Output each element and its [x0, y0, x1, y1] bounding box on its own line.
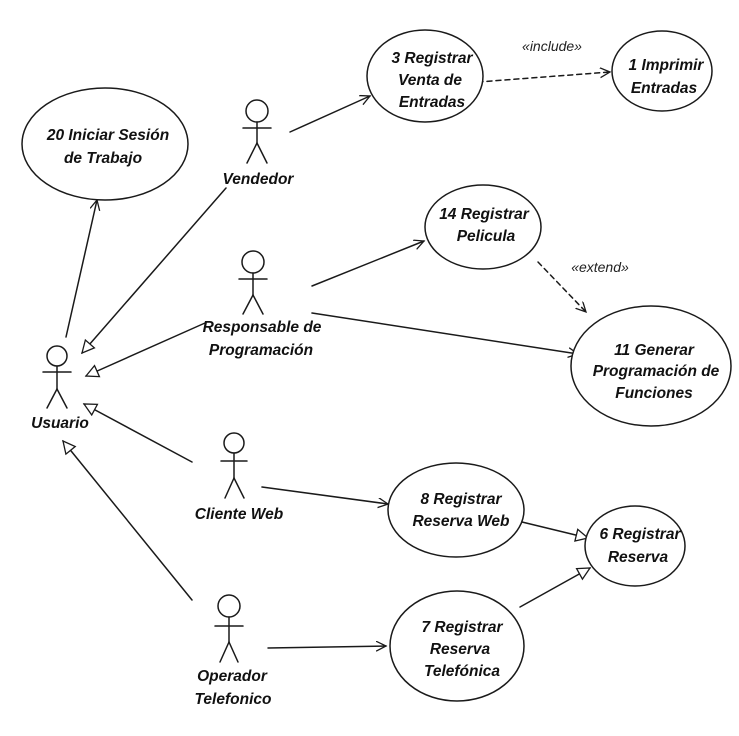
assoc-usuario-uc20 [65, 200, 97, 338]
extend-stereotype-label: «extend» [571, 259, 629, 275]
use-case-label: Reserva [608, 549, 669, 566]
include-stereotype-label: «include» [522, 38, 582, 54]
use-case-ellipse [584, 505, 686, 587]
extend-uc11-uc14 [537, 261, 586, 312]
use-case-label: 8 Registrar [421, 491, 503, 508]
use-case-ellipse [387, 462, 525, 558]
use-case-label: Entradas [399, 94, 466, 111]
stick-figure-icon [42, 345, 72, 409]
assoc-responsable-uc14 [311, 241, 424, 287]
generalization-responsable-usuario [86, 322, 206, 376]
stick-figure-icon [238, 250, 268, 315]
use-case-label: Pelicula [457, 228, 516, 245]
use-case-label: 11 Generar [614, 342, 695, 359]
use-case-imprimir-entradas[interactable]: 1 Imprimir Entradas [611, 30, 713, 112]
generalization-uc7-uc6 [519, 567, 590, 608]
use-case-label: 3 Registrar [392, 50, 474, 67]
actor-usuario[interactable]: Usuario [31, 345, 89, 432]
generalization-clienteweb-usuario [84, 403, 193, 463]
include-uc3-uc1 [477, 72, 610, 83]
use-case-label: 14 Registrar [439, 206, 530, 223]
actor-label: Programación [209, 342, 313, 359]
assoc-responsable-uc11 [311, 312, 578, 354]
use-case-label: Telefónica [424, 663, 500, 680]
generalization-vendedor-usuario [82, 187, 227, 353]
assoc-operador-uc7 [267, 646, 386, 648]
actor-label: Operador [197, 668, 268, 685]
actor-label: Vendedor [223, 171, 295, 188]
use-case-label: 20 Iniciar Sesión [46, 127, 169, 144]
use-case-label: Venta de [398, 72, 462, 89]
generalization-uc8-uc6 [521, 521, 588, 538]
use-case-label: 1 Imprimir [629, 57, 705, 74]
use-case-registrar-reserva-web[interactable]: 8 Registrar Reserva Web [387, 462, 525, 558]
use-case-ellipse [366, 29, 484, 123]
use-case-label: Entradas [631, 80, 698, 97]
use-case-label: Reserva [430, 641, 491, 658]
use-case-registrar-reserva[interactable]: 6 Registrar Reserva [584, 505, 686, 587]
use-case-label: Programación de [593, 363, 720, 380]
use-case-ellipse [570, 305, 732, 427]
assoc-vendedor-uc3 [289, 96, 370, 133]
use-case-label: Reserva Web [412, 513, 510, 530]
actor-vendedor[interactable]: Vendedor [223, 99, 295, 188]
relationships [63, 72, 610, 648]
actor-cliente-web[interactable]: Cliente Web [195, 432, 284, 523]
actor-label: Usuario [31, 415, 89, 432]
use-case-registrar-venta[interactable]: 3 Registrar Venta de Entradas [366, 29, 484, 123]
use-case-generar-programacion[interactable]: 11 Generar Programación de Funciones [570, 305, 732, 427]
actor-label: Telefonico [195, 691, 272, 708]
use-case-ellipse [611, 30, 713, 112]
use-case-ellipse [21, 87, 189, 201]
use-case-registrar-pelicula[interactable]: 14 Registrar Pelicula [424, 184, 542, 270]
actor-responsable-programacion[interactable]: Responsable de Programación [203, 250, 322, 359]
stick-figure-icon [220, 432, 248, 499]
stick-figure-icon [214, 594, 244, 663]
actor-label: Responsable de [203, 319, 322, 336]
use-case-ellipse [424, 184, 542, 270]
actor-label: Cliente Web [195, 506, 284, 523]
actor-operador-telefonico[interactable]: Operador Telefonico [195, 594, 272, 708]
use-case-label: 7 Registrar [422, 619, 504, 636]
use-case-registrar-reserva-telefonica[interactable]: 7 Registrar Reserva Telefónica [389, 590, 525, 702]
assoc-clienteweb-uc8 [261, 486, 388, 504]
use-case-label: de Trabajo [64, 150, 142, 167]
use-case-label: Funciones [615, 385, 693, 402]
use-case-iniciar-sesion[interactable]: 20 Iniciar Sesión de Trabajo [21, 87, 189, 201]
use-case-ellipse [389, 590, 525, 702]
use-case-label: 6 Registrar [600, 526, 682, 543]
generalization-operador-usuario [63, 441, 193, 601]
stick-figure-icon [242, 99, 272, 164]
